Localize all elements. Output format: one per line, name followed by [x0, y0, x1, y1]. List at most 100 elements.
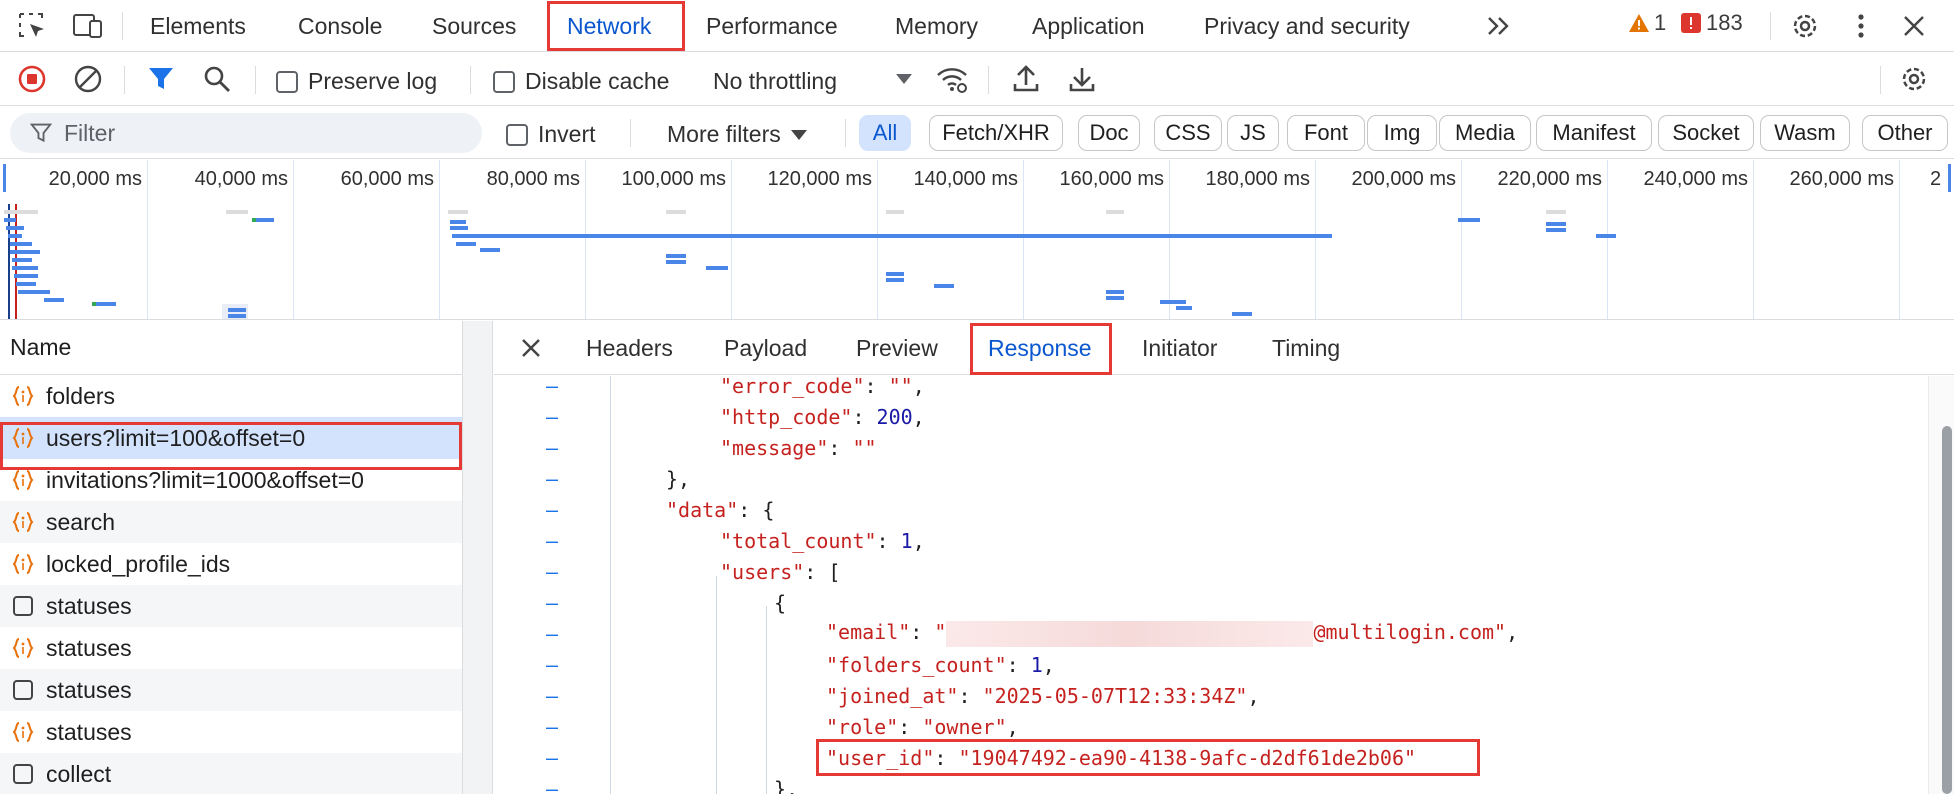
- request-row[interactable]: users?limit=100&offset=0: [0, 417, 462, 459]
- request-bar: [1546, 210, 1566, 214]
- overview-range-handle[interactable]: [3, 164, 6, 192]
- clear-log-icon[interactable]: [70, 61, 106, 97]
- filter-bar: Filter Invert More filters All Fetch/XHR…: [0, 107, 1954, 159]
- export-har-download-icon[interactable]: [1064, 61, 1100, 97]
- network-overview-timeline[interactable]: 20,000 ms 40,000 ms 60,000 ms 80,000 ms …: [0, 160, 1954, 320]
- toolbar-separator: [1880, 66, 1881, 94]
- type-filter-media[interactable]: Media: [1439, 115, 1531, 151]
- request-bar: [228, 308, 246, 312]
- network-conditions-wifi-icon[interactable]: [934, 61, 970, 97]
- tab-timing[interactable]: Timing: [1272, 334, 1341, 361]
- checkbox-box[interactable]: [493, 70, 515, 93]
- timeline-gridline: [1315, 160, 1316, 319]
- checkbox-box[interactable]: [276, 70, 298, 93]
- request-bar: [226, 210, 248, 214]
- preserve-log-checkbox[interactable]: Preserve log: [276, 68, 437, 95]
- name-column-header[interactable]: Name: [0, 321, 462, 375]
- inspect-element-icon[interactable]: [14, 8, 50, 44]
- disable-cache-checkbox[interactable]: Disable cache: [493, 68, 669, 95]
- type-filter-fetch-xhr[interactable]: Fetch/XHR: [929, 115, 1063, 151]
- invert-checkbox[interactable]: Invert: [506, 121, 596, 148]
- tab-application[interactable]: Application: [1032, 12, 1145, 39]
- tab-network[interactable]: Network: [567, 12, 652, 39]
- timeline-gridline: [1607, 160, 1608, 319]
- indent-guide: [766, 606, 767, 794]
- tab-sources[interactable]: Sources: [432, 12, 517, 39]
- type-filter-js[interactable]: JS: [1227, 115, 1279, 151]
- stop-recording-icon[interactable]: [14, 61, 50, 97]
- request-row[interactable]: invitations?limit=1000&offset=0: [0, 459, 462, 501]
- dom-content-loaded-marker: [8, 204, 10, 319]
- request-row[interactable]: locked_profile_ids: [0, 543, 462, 585]
- request-row[interactable]: statuses: [0, 669, 462, 711]
- tab-performance[interactable]: Performance: [706, 12, 838, 39]
- json-key: "data": [666, 497, 739, 522]
- more-options-icon[interactable]: [1843, 8, 1879, 44]
- device-toolbar-icon[interactable]: [70, 8, 106, 44]
- tab-payload[interactable]: Payload: [724, 334, 808, 361]
- code-line: –"http_code": 200,: [546, 404, 925, 429]
- scrollbar-thumb[interactable]: [1942, 426, 1952, 794]
- tab-elements[interactable]: Elements: [150, 12, 246, 39]
- timeline-gridline: [439, 160, 440, 319]
- request-row[interactable]: statuses: [0, 627, 462, 669]
- filter-input[interactable]: Filter: [10, 113, 482, 153]
- type-filter-img[interactable]: Img: [1367, 115, 1437, 151]
- json-icon: [10, 383, 36, 409]
- type-filter-css[interactable]: CSS: [1154, 115, 1222, 151]
- request-bar: [44, 298, 64, 302]
- request-bar: [666, 254, 686, 258]
- request-row[interactable]: statuses: [0, 711, 462, 753]
- request-bar: [1546, 228, 1566, 232]
- type-filter-manifest[interactable]: Manifest: [1536, 115, 1652, 151]
- indent-guide: [610, 376, 611, 794]
- request-name: statuses: [46, 592, 132, 619]
- request-bar: [456, 242, 476, 246]
- throttling-select[interactable]: No throttling: [713, 68, 837, 95]
- search-icon[interactable]: [199, 61, 235, 97]
- panel-splitter[interactable]: [462, 321, 493, 794]
- errors-counter[interactable]: 183: [1680, 10, 1743, 36]
- import-har-upload-icon[interactable]: [1008, 61, 1044, 97]
- tab-initiator[interactable]: Initiator: [1142, 334, 1218, 361]
- close-details-icon[interactable]: [520, 321, 542, 375]
- code-line: –"data": {: [546, 497, 775, 522]
- request-row[interactable]: statuses: [0, 585, 462, 627]
- filter-funnel-icon[interactable]: [143, 61, 179, 97]
- request-row[interactable]: search: [0, 501, 462, 543]
- close-devtools-icon[interactable]: [1896, 8, 1932, 44]
- timeline-gridline: [1169, 160, 1170, 319]
- more-filters-dropdown[interactable]: More filters: [667, 121, 807, 148]
- tab-preview[interactable]: Preview: [856, 334, 938, 361]
- warnings-counter[interactable]: 1: [1628, 10, 1666, 36]
- timeline-tick-label: 60,000 ms: [340, 168, 434, 190]
- timeline-tick-label: 120,000 ms: [767, 168, 872, 190]
- request-name: statuses: [46, 718, 132, 745]
- response-body-viewer[interactable]: –"error_code": "", –"http_code": 200, –"…: [494, 376, 1928, 794]
- type-filter-doc[interactable]: Doc: [1078, 115, 1140, 151]
- request-bar: [450, 220, 466, 224]
- overview-range-handle[interactable]: [1948, 164, 1951, 192]
- type-filter-all[interactable]: All: [859, 115, 911, 151]
- type-filter-other[interactable]: Other: [1862, 115, 1948, 151]
- tab-privacy-security[interactable]: Privacy and security: [1204, 12, 1410, 39]
- type-filter-socket[interactable]: Socket: [1658, 115, 1754, 151]
- more-tabs-chevron-icon[interactable]: [1481, 8, 1517, 44]
- request-row[interactable]: folders: [0, 375, 462, 417]
- json-icon: [10, 467, 36, 493]
- settings-gear-icon[interactable]: [1787, 8, 1823, 44]
- type-filter-wasm[interactable]: Wasm: [1760, 115, 1850, 151]
- json-key: "http_code": [720, 404, 853, 429]
- tab-response[interactable]: Response: [988, 334, 1092, 361]
- timeline-tick-label: 180,000 ms: [1205, 168, 1310, 190]
- request-row[interactable]: collect: [0, 753, 462, 794]
- tab-memory[interactable]: Memory: [895, 12, 979, 39]
- timeline-tick-label: 20,000 ms: [48, 168, 142, 190]
- network-settings-gear-icon[interactable]: [1896, 61, 1932, 97]
- json-number: 1: [1030, 652, 1043, 677]
- tab-console[interactable]: Console: [298, 12, 383, 39]
- checkbox-box[interactable]: [506, 123, 528, 146]
- type-filter-font[interactable]: Font: [1287, 115, 1365, 151]
- dropdown-arrow-icon[interactable]: [886, 61, 922, 97]
- tab-headers[interactable]: Headers: [586, 334, 673, 361]
